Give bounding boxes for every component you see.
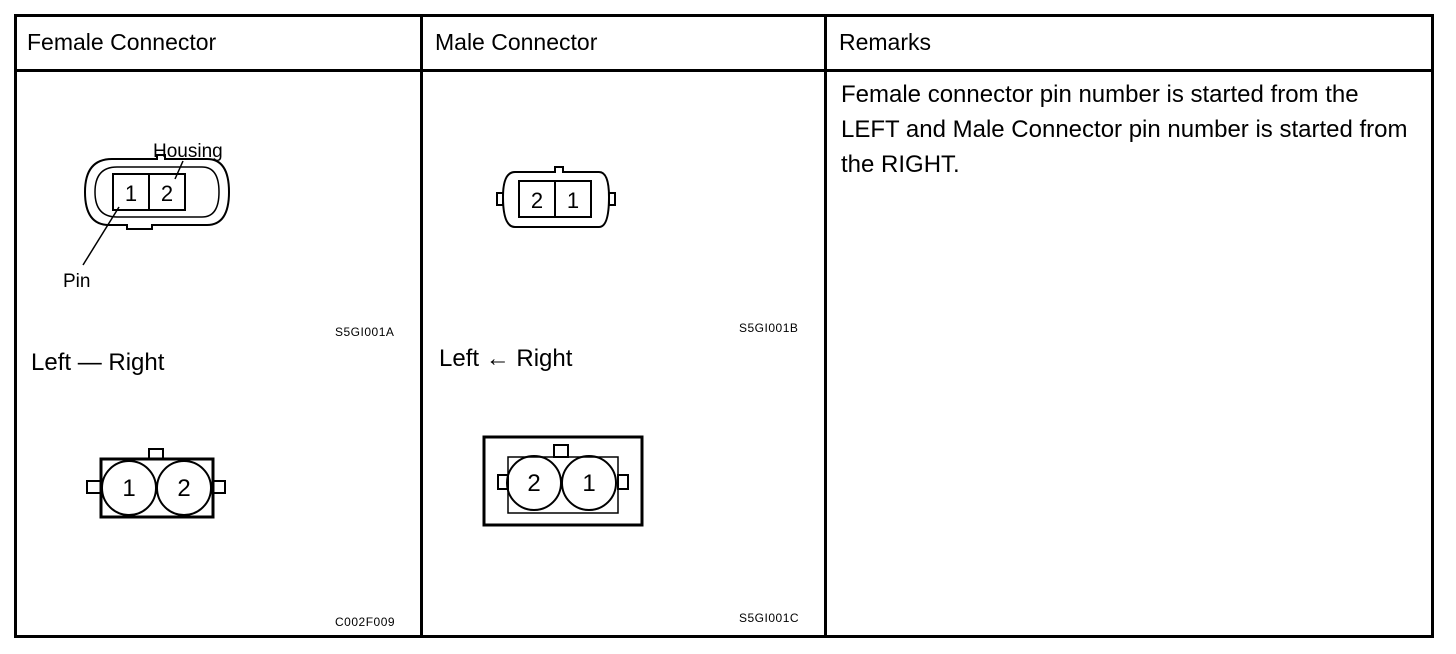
male-top-pin-2: 2 bbox=[531, 188, 543, 213]
female-direction-left: Left bbox=[31, 349, 72, 376]
female-direction-right: Right bbox=[108, 349, 165, 376]
female-housing-outline bbox=[83, 154, 231, 230]
female-top-pin-1: 1 bbox=[125, 181, 137, 206]
male-housing-outline bbox=[501, 166, 611, 228]
female-code-bottom: C002F009 bbox=[335, 615, 396, 629]
female-pin-cell-2 bbox=[148, 173, 186, 211]
female-top-pin-2: 2 bbox=[161, 181, 173, 206]
remarks-text: Female connector pin number is started f… bbox=[841, 81, 1408, 178]
female-direction-separator: — bbox=[77, 349, 102, 376]
male-code-top: S5GI001B bbox=[739, 321, 799, 335]
female-housing-inner bbox=[94, 166, 220, 218]
female-connector-face-figure: 1 2 bbox=[86, 448, 226, 519]
header-male-connector: Male Connector bbox=[435, 29, 598, 55]
female-code-top: S5GI001A bbox=[335, 325, 395, 339]
male-direction-arrow: ← bbox=[485, 345, 510, 372]
header-female-connector: Female Connector bbox=[27, 29, 217, 55]
header-remarks: Remarks bbox=[839, 29, 932, 55]
female-face-key bbox=[148, 448, 164, 460]
female-face-latch-left bbox=[86, 480, 102, 494]
male-bottom-pin-1: 1 bbox=[582, 470, 595, 497]
housing-label: Housing bbox=[153, 141, 223, 162]
male-face-key bbox=[553, 444, 569, 458]
male-code-bottom: S5GI001C bbox=[739, 611, 800, 625]
male-face-pin-circle-1 bbox=[561, 455, 617, 511]
pin-leader-line bbox=[82, 206, 120, 266]
column-divider-2 bbox=[824, 17, 827, 635]
female-connector-housing-figure: 1 2 Housing Pin bbox=[63, 141, 231, 287]
male-housing-latch-left bbox=[496, 192, 504, 206]
male-connector-housing-figure: 2 1 bbox=[496, 166, 616, 228]
male-pin-cell-1 bbox=[554, 180, 592, 218]
header-divider bbox=[17, 69, 1431, 72]
female-face-pin-circle-2 bbox=[156, 460, 212, 516]
male-direction-label: Left ← Right bbox=[439, 345, 572, 373]
male-face-outer bbox=[482, 435, 644, 527]
male-direction-right: Right bbox=[516, 345, 573, 372]
male-direction-left: Left bbox=[439, 345, 480, 372]
housing-leader-line bbox=[174, 160, 184, 180]
female-bottom-pin-1: 1 bbox=[122, 475, 135, 502]
column-divider-1 bbox=[420, 17, 423, 635]
male-face-latch-right bbox=[617, 474, 629, 490]
male-connector-face-figure: 2 1 bbox=[482, 435, 644, 527]
female-direction-label: Left — Right bbox=[31, 349, 164, 377]
female-bottom-pin-2: 2 bbox=[177, 475, 190, 502]
connector-table: Female Connector Male Connector Remarks … bbox=[14, 14, 1434, 638]
male-bottom-pin-2: 2 bbox=[527, 470, 540, 497]
pin-label: Pin bbox=[63, 271, 90, 287]
male-housing-latch-right bbox=[608, 192, 616, 206]
female-face-latch-right bbox=[212, 480, 226, 494]
male-top-pin-1: 1 bbox=[567, 188, 579, 213]
